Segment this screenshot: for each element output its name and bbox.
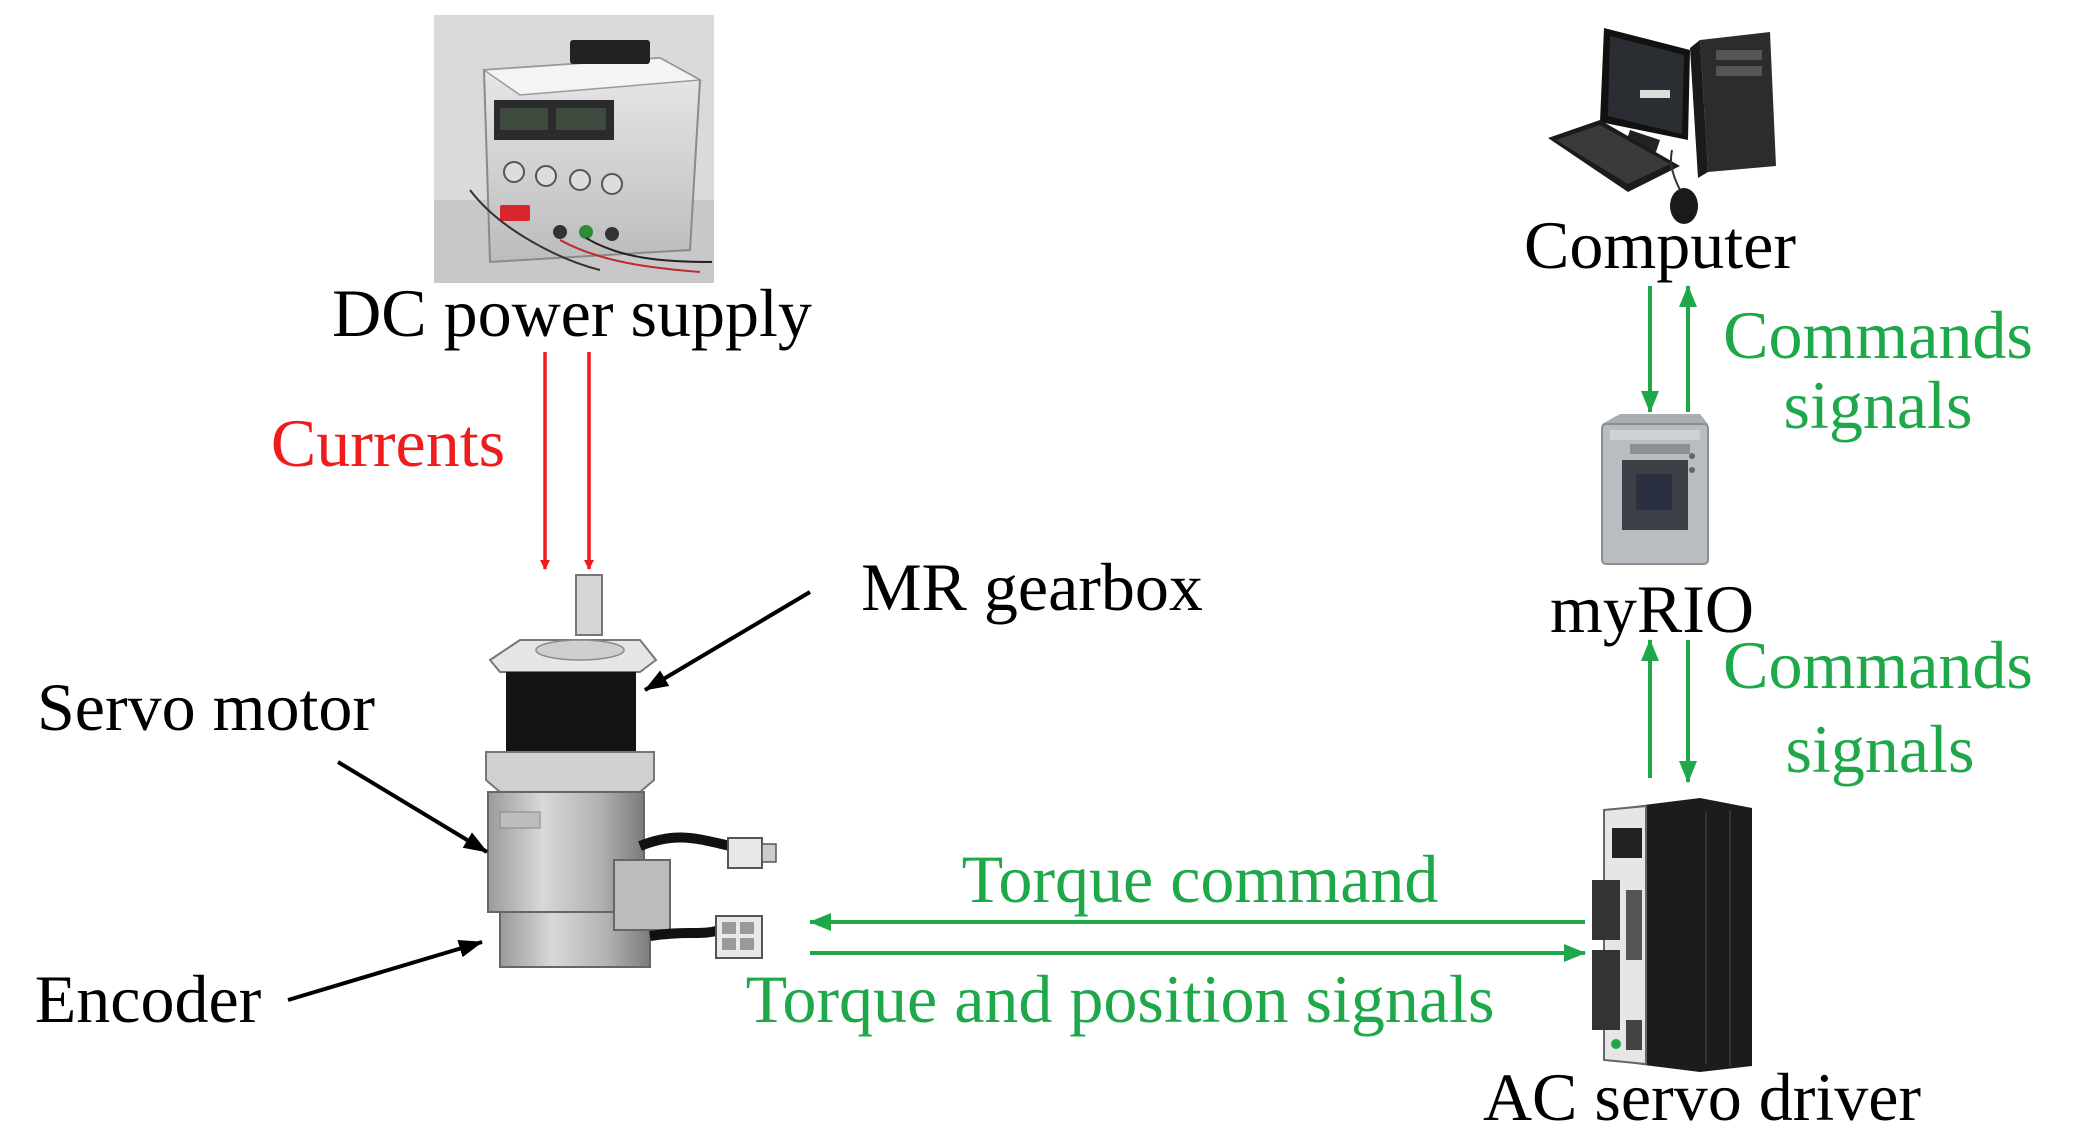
signals-label-1: signals — [1784, 367, 1973, 443]
signals-label-2: signals — [1786, 711, 1975, 787]
encoder-pointer — [287, 939, 483, 1002]
computer-label: Computer — [1524, 207, 1796, 283]
desktop-computer-icon — [1548, 28, 1776, 224]
ac-servo-driver-icon — [1592, 798, 1752, 1072]
commands-label-1: Commands — [1723, 297, 2033, 373]
ac-servo-driver-label: AC servo driver — [1483, 1059, 1921, 1130]
commands-label-2: Commands — [1723, 627, 2033, 703]
mr-gearbox-pointer — [643, 590, 812, 692]
dc-power-supply-photo — [434, 15, 714, 283]
myrio-label: myRIO — [1550, 571, 1754, 647]
servo-motor-label: Servo motor — [37, 669, 375, 745]
mr-gearbox-label: MR gearbox — [861, 549, 1203, 625]
torque-command-label: Torque command — [962, 841, 1439, 917]
dc-power-supply-label: DC power supply — [332, 275, 812, 351]
currents-label: Currents — [271, 405, 505, 481]
servo-motor-pointer — [336, 760, 489, 854]
servo-motor-gearbox-icon — [485, 574, 777, 968]
myrio-device-icon — [1601, 414, 1709, 565]
torque-position-signals-label: Torque and position signals — [746, 961, 1495, 1037]
encoder-label: Encoder — [35, 961, 262, 1037]
